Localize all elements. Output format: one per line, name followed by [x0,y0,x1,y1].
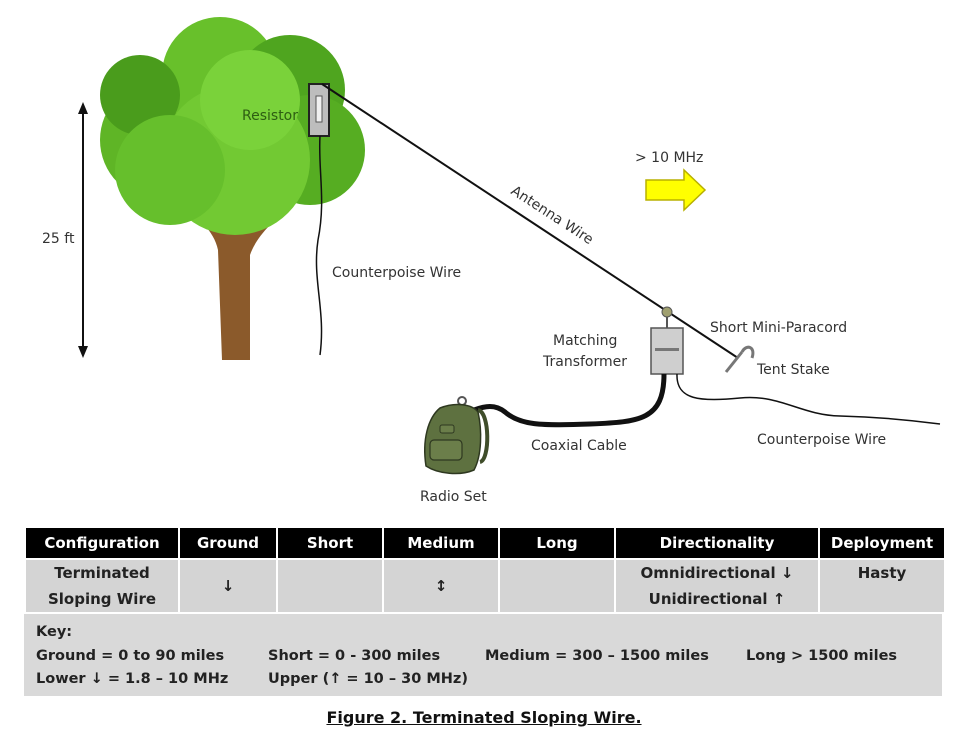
key-ground: Ground = 0 to 90 miles [36,648,225,664]
configuration-line-1: Terminated [54,564,150,582]
key-short: Short = 0 - 300 miles [268,648,441,664]
radio-set-label: Radio Set [420,489,487,505]
counterpoise-tree-label: Counterpoise Wire [332,265,461,281]
resistor-label: Resistor [242,108,298,124]
key-long: Long > 1500 miles [746,648,898,664]
tent-stake-icon [724,345,755,373]
figure-caption: Figure 2. Terminated Sloping Wire. [326,708,642,727]
header-directionality: Directionality [614,526,820,560]
radio-backpack-icon [424,396,490,475]
directionality-line-2: Unidirectional ↑ [648,590,786,608]
header-ground: Ground [178,526,278,560]
cell-short [276,558,384,614]
key-medium: Medium = 300 – 1500 miles [485,648,709,664]
key-title: Key: [36,624,73,640]
counterpoise-wire-tree [315,135,323,356]
height-dimension-arrow [78,102,88,358]
header-short: Short [276,526,384,560]
coaxial-cable-label: Coaxial Cable [531,438,627,454]
matching-transformer-label-2: Transformer [542,354,627,370]
cell-medium: ↕ [382,558,500,614]
antenna-wire [321,83,739,359]
configuration-line-2: Sloping Wire [47,590,157,608]
counterpoise-wire-ground [676,373,941,425]
cell-ground: ↓ [178,558,278,614]
matching-transformer-icon [650,306,684,375]
key-lower: Lower ↓ = 1.8 – 10 MHz [36,671,229,687]
key-legend: Key: Ground = 0 to 90 miles Short = 0 - … [24,614,942,696]
cell-configuration: Terminated Sloping Wire [24,558,180,614]
configuration-table: Configuration Ground Short Medium Long D… [24,526,946,614]
header-configuration: Configuration [24,526,180,560]
table-header-row: Configuration Ground Short Medium Long D… [24,526,946,560]
directionality-line-1: Omnidirectional ↓ [640,564,794,582]
direction-arrow-icon [645,168,707,212]
resistor-icon [308,83,330,137]
cell-deployment: Hasty [818,558,946,614]
counterpoise-ground-label: Counterpoise Wire [757,432,886,448]
cell-directionality: Omnidirectional ↓ Unidirectional ↑ [614,558,820,614]
matching-transformer-label-1: Matching [553,333,617,349]
header-deployment: Deployment [818,526,946,560]
antenna-diagram: 25 ft Resistor Counterpoise Wire Antenna… [42,17,941,505]
paracord-label: Short Mini-Paracord [710,320,847,336]
height-label: 25 ft [42,231,75,247]
header-long: Long [498,526,616,560]
tree-icon [100,17,365,360]
key-upper: Upper (↑ = 10 – 30 MHz) [268,671,468,687]
coaxial-cable [473,373,667,428]
table-row: Terminated Sloping Wire ↓ ↕ Omnidirectio… [24,558,946,614]
header-medium: Medium [382,526,500,560]
tent-stake-label: Tent Stake [756,362,830,378]
frequency-label: > 10 MHz [635,150,703,166]
cell-long [498,558,616,614]
